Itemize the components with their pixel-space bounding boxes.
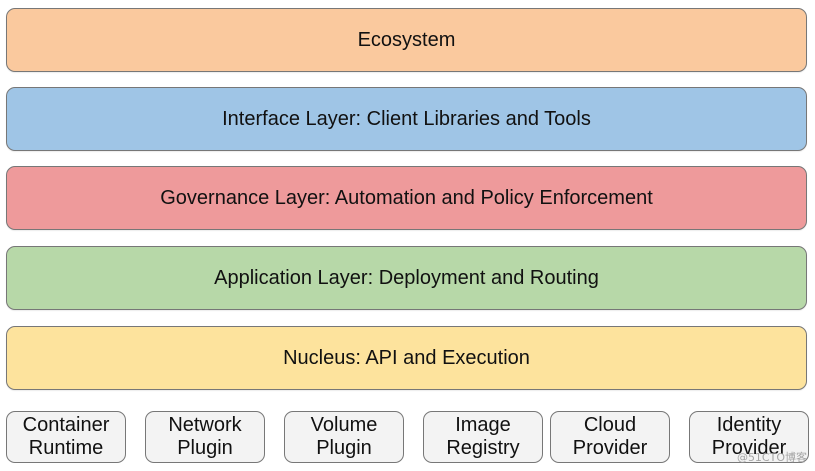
plugin-volume: Volume Plugin bbox=[284, 411, 404, 463]
layer-application: Application Layer: Deployment and Routin… bbox=[6, 246, 807, 310]
plugin-label-line2: Provider bbox=[711, 437, 787, 459]
plugin-label-line2: Plugin bbox=[316, 437, 372, 459]
plugin-label-line1: Image bbox=[455, 414, 511, 436]
layer-label: Interface Layer: Client Libraries and To… bbox=[222, 107, 591, 130]
plugin-cloud-provider: Cloud Provider bbox=[550, 411, 670, 463]
layer-label: Application Layer: Deployment and Routin… bbox=[214, 266, 599, 289]
plugin-label-line1: Container bbox=[22, 414, 110, 436]
layer-interface: Interface Layer: Client Libraries and To… bbox=[6, 87, 807, 151]
watermark: @51CTO博客 bbox=[736, 451, 807, 464]
plugin-label-line1: Network bbox=[168, 414, 242, 436]
plugin-label-line1: Cloud bbox=[583, 414, 637, 436]
plugin-label-line1: Volume bbox=[310, 414, 378, 436]
plugin-network: Network Plugin bbox=[145, 411, 265, 463]
layer-ecosystem: Ecosystem bbox=[6, 8, 807, 72]
plugin-label-line2: Provider bbox=[572, 437, 648, 459]
plugin-image-registry: Image Registry bbox=[423, 411, 543, 463]
plugin-container-runtime: Container Runtime bbox=[6, 411, 126, 463]
layer-governance: Governance Layer: Automation and Policy … bbox=[6, 166, 807, 230]
plugin-label-line2: Registry bbox=[446, 437, 520, 459]
layer-label: Ecosystem bbox=[357, 28, 456, 51]
plugin-identity-provider: Identity Provider bbox=[689, 411, 809, 463]
plugin-label-line2: Runtime bbox=[28, 437, 104, 459]
layer-label: Nucleus: API and Execution bbox=[283, 346, 530, 369]
plugin-label-line2: Plugin bbox=[177, 437, 233, 459]
plugin-label-line1: Identity bbox=[716, 414, 782, 436]
layer-nucleus: Nucleus: API and Execution bbox=[6, 326, 807, 390]
layer-label: Governance Layer: Automation and Policy … bbox=[160, 186, 653, 209]
